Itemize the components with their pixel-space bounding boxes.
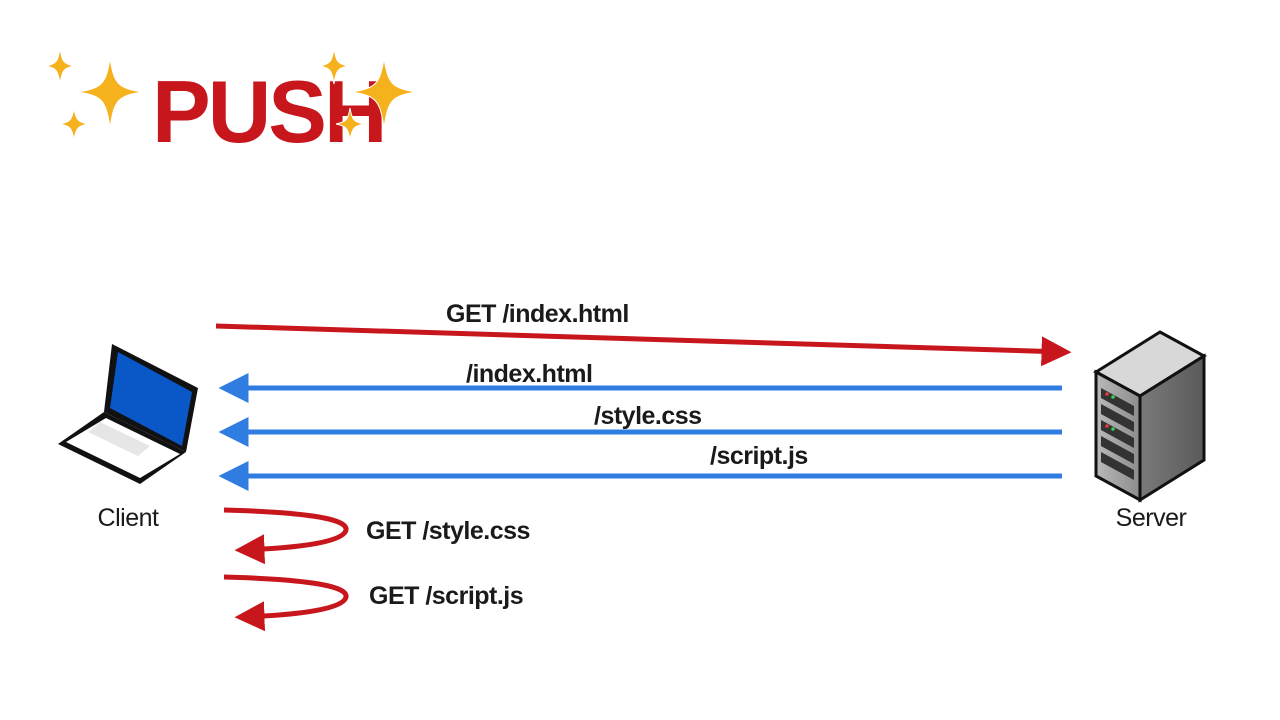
push-label-style: /style.css (594, 402, 702, 430)
request-arrow-index (215, 323, 1072, 367)
local-request-arrow-style (223, 507, 349, 565)
local-request-arrow-script (223, 574, 349, 632)
push-label-index: /index.html (466, 360, 592, 388)
request-label-index: GET /index.html (446, 300, 629, 328)
local-request-label-style: GET /style.css (366, 517, 530, 545)
server-icon (1093, 330, 1207, 503)
laptop-icon (58, 344, 198, 484)
server-label: Server (1116, 504, 1187, 532)
sparkles-icon (319, 47, 417, 141)
local-request-label-script: GET /script.js (369, 582, 523, 610)
title-group: PUSH (45, 47, 417, 161)
client-label: Client (98, 504, 159, 532)
sparkles-icon (45, 47, 143, 141)
push-label-script: /script.js (710, 442, 808, 470)
slide-title: PUSH (152, 62, 385, 161)
